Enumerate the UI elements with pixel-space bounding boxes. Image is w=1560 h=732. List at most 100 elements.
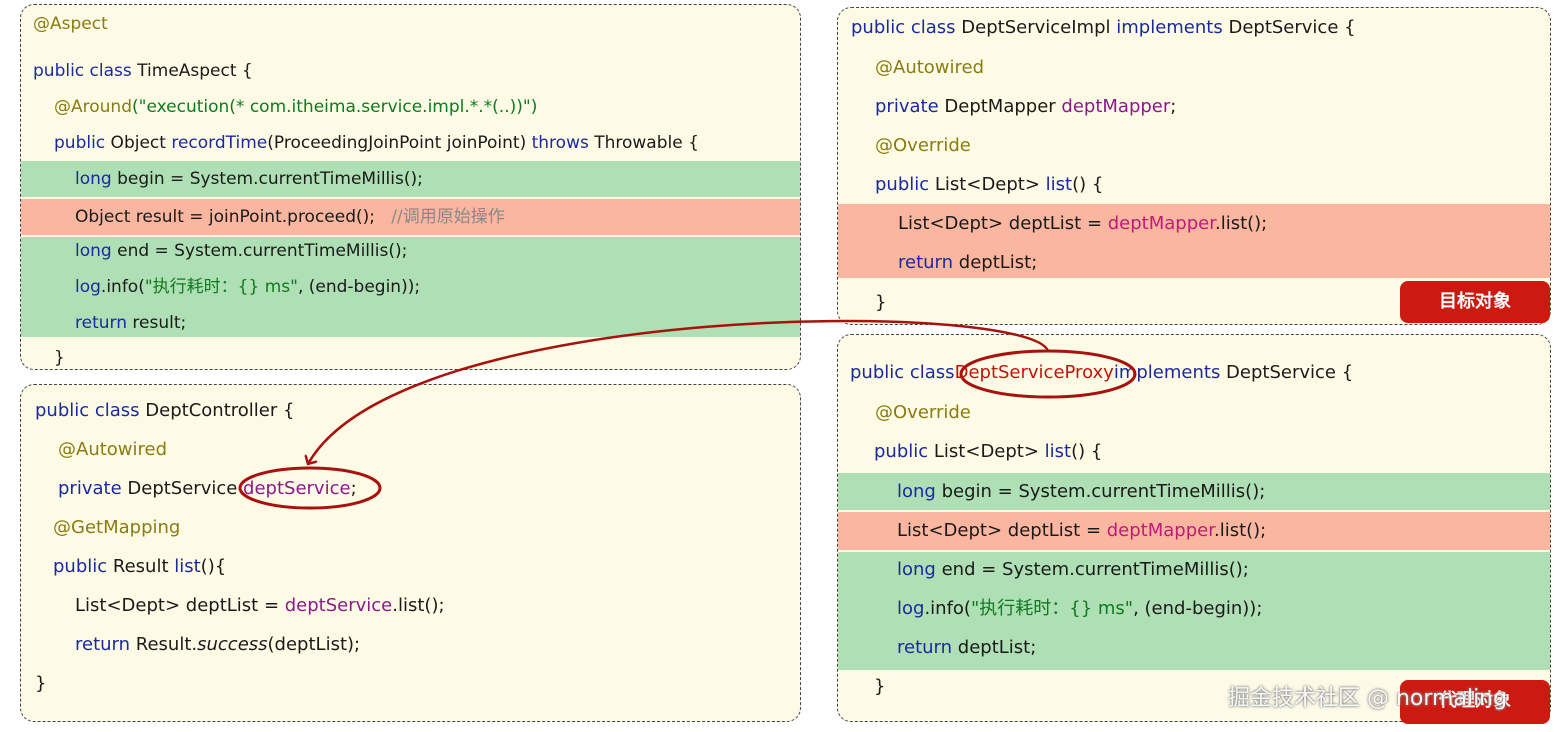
string-literal: "执行耗时：{} ms"	[144, 277, 298, 297]
override-annotation: @Override	[838, 136, 1550, 156]
code-text: .list();	[1214, 213, 1268, 234]
aspect-annotation: @Aspect	[21, 14, 800, 34]
keyword: long	[897, 559, 936, 580]
keyword: public class	[850, 362, 955, 383]
proceed-line: Object result = joinPoint.proceed(); //调…	[21, 199, 800, 235]
class-name: TimeAspect {	[131, 61, 253, 81]
field-name: deptMapper	[1107, 213, 1215, 234]
code-text: .list();	[1213, 520, 1267, 541]
interface-name: DeptService {	[1222, 17, 1356, 38]
getmapping-annotation: @GetMapping	[21, 518, 800, 538]
tag-label: 目标对象	[1439, 291, 1511, 312]
keyword: implements	[1113, 362, 1221, 383]
keyword: public	[874, 441, 929, 462]
method-name: list	[174, 556, 201, 577]
code-text: .info(	[100, 277, 145, 297]
list-line: List<Dept> deptList = deptMapper.list();	[898, 214, 1267, 234]
keyword: public	[875, 174, 930, 195]
class-name: DeptController {	[139, 400, 295, 421]
code-text: end = System.currentTimeMillis();	[111, 241, 408, 261]
return-line: return deptList;	[898, 253, 1037, 273]
keyword: public class	[35, 400, 140, 421]
end-line: long end = System.currentTimeMillis();	[75, 241, 407, 261]
method-signature: public List<Dept> list() {	[838, 442, 1550, 462]
keyword: public	[54, 133, 106, 153]
method-name: recordTime	[171, 133, 268, 153]
override-annotation: @Override	[838, 403, 1550, 423]
closing-brace: }	[838, 677, 1550, 697]
code-text: List<Dept> deptList =	[75, 595, 285, 616]
code-comment: //调用原始操作	[391, 207, 505, 227]
list-line: List<Dept> deptList = deptService.list()…	[21, 596, 800, 616]
field-name: deptMapper	[1061, 96, 1171, 117]
keyword: private	[875, 96, 939, 117]
around-annotation: @Around("execution(* com.itheima.service…	[21, 97, 800, 117]
keyword: private	[58, 478, 122, 499]
code-text: () {	[1071, 441, 1103, 462]
closing-brace: }	[21, 348, 800, 368]
pointcut-expression: ("execution(* com.itheima.service.impl.*…	[132, 97, 538, 117]
annotation-text: @Override	[875, 135, 971, 156]
code-text: (){	[200, 556, 227, 577]
annotation-text: @GetMapping	[53, 517, 181, 538]
method-name: list	[1045, 174, 1073, 195]
exception-type: Throwable {	[588, 133, 699, 153]
annotation-text: @Override	[875, 402, 971, 423]
closing-brace: }	[21, 674, 800, 694]
keyword: throws	[531, 133, 589, 153]
code-text: , (end-begin));	[297, 277, 421, 297]
method-signature: public Result list(){	[21, 557, 800, 577]
brace: }	[35, 673, 47, 694]
brace: }	[875, 292, 887, 313]
watermark: 掘金技术社区 @ normaling	[1228, 680, 1507, 712]
type-name: DeptMapper	[938, 96, 1062, 117]
keyword: long	[75, 241, 112, 261]
code-text: begin = System.currentTimeMillis();	[935, 481, 1266, 502]
proxy-class-name: DeptServiceProxy	[954, 362, 1114, 383]
method-name: list	[1044, 441, 1072, 462]
end-line: long end = System.currentTimeMillis();	[897, 560, 1249, 580]
keyword: public class	[33, 61, 132, 81]
field-declaration: private DeptMapper deptMapper;	[838, 97, 1550, 117]
after-block: long end = System.currentTimeMillis(); l…	[838, 552, 1550, 670]
return-type: List<Dept>	[928, 441, 1045, 462]
autowired-annotation: @Autowired	[21, 440, 800, 460]
log-object: log	[75, 277, 101, 297]
keyword: return	[75, 634, 131, 655]
tag-label: 代理对象	[1439, 690, 1511, 711]
dept-service-proxy-panel: public classDeptServiceProxyimplements D…	[837, 334, 1551, 722]
semicolon: ;	[350, 478, 357, 499]
code-text: List<Dept> deptList =	[898, 213, 1108, 234]
return-line: return result;	[75, 313, 186, 333]
annotation-text: @Aspect	[33, 14, 108, 34]
class-declaration: public class TimeAspect {	[21, 61, 800, 81]
list-line: List<Dept> deptList = deptMapper.list();	[838, 512, 1550, 550]
semicolon: ;	[1170, 96, 1177, 117]
keyword: public	[53, 556, 108, 577]
class-declaration: public class DeptController {	[21, 401, 800, 421]
return-type: List<Dept>	[929, 174, 1046, 195]
field-declaration: private DeptService deptService;	[21, 479, 800, 499]
field-name: deptService	[284, 595, 393, 616]
autowired-annotation: @Autowired	[838, 58, 1550, 78]
code-text: Object result = joinPoint.proceed();	[75, 207, 376, 227]
annotation-text: @Autowired	[875, 57, 985, 78]
code-text: deptList;	[952, 637, 1037, 658]
code-text: , (end-begin));	[1133, 598, 1263, 619]
brace: }	[874, 676, 886, 697]
params: (ProceedingJoinPoint joinPoint)	[267, 133, 532, 153]
return-type: Object	[105, 133, 172, 153]
code-text: deptList;	[953, 252, 1038, 273]
code-text: result;	[126, 313, 187, 333]
class-declaration: public classDeptServiceProxyimplements D…	[838, 363, 1550, 383]
string-literal: "执行耗时：{} ms"	[970, 598, 1134, 619]
time-aspect-panel: @Aspect public class TimeAspect { @Aroun…	[20, 4, 801, 370]
keyword: public class	[851, 17, 956, 38]
code-text: (deptList);	[267, 634, 361, 655]
after-block: long end = System.currentTimeMillis(); l…	[21, 237, 800, 337]
class-declaration: public class DeptServiceImpl implements …	[838, 18, 1550, 38]
begin-line: long begin = System.currentTimeMillis();	[838, 473, 1550, 510]
interface-name: DeptService {	[1220, 362, 1354, 383]
keyword: implements	[1116, 17, 1223, 38]
annotation-text: @Around	[54, 97, 132, 117]
